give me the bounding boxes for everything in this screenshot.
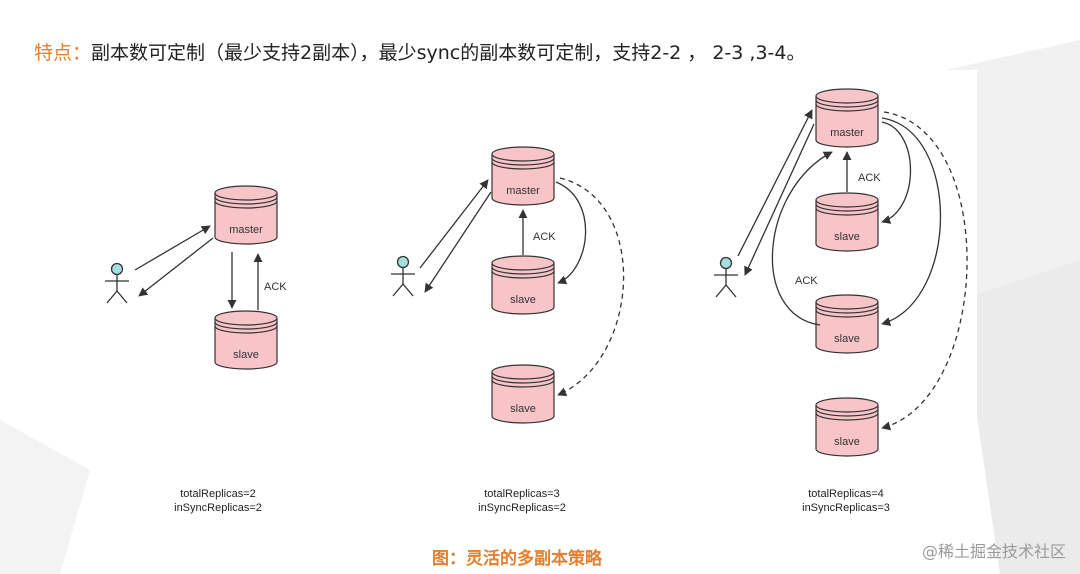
slave-label: slave bbox=[834, 436, 860, 448]
master-node: master bbox=[491, 146, 555, 206]
insync-replicas: inSyncReplicas=3 bbox=[802, 502, 890, 514]
ack-label: ACK bbox=[264, 281, 287, 293]
slave-node-1: slave bbox=[491, 255, 555, 315]
master-label: master bbox=[830, 127, 864, 139]
async-replicate-arrow bbox=[557, 177, 625, 396]
slave-node: slave bbox=[214, 310, 278, 370]
ack-label-2: ACK bbox=[795, 275, 818, 287]
sync-replicate-arrow-1 bbox=[881, 121, 911, 224]
feature-heading: 特点：副本数可定制（最少支持2副本），最少sync的副本数可定制，支持2-2 ，… bbox=[34, 38, 806, 65]
total-replicas: totalReplicas=3 bbox=[484, 488, 560, 500]
person-icon bbox=[713, 256, 739, 298]
slave-label: slave bbox=[233, 349, 259, 361]
slave-label: slave bbox=[510, 294, 536, 306]
response-arrow bbox=[744, 123, 815, 276]
slave-label: slave bbox=[834, 231, 860, 243]
ack-label: ACK bbox=[533, 231, 556, 243]
diagram-1: master slave ACK totalReplicas=2 inSyncR… bbox=[104, 185, 287, 514]
insync-replicas: inSyncReplicas=2 bbox=[174, 502, 262, 514]
request-arrow bbox=[134, 225, 211, 271]
slave-label: slave bbox=[834, 333, 860, 345]
ack-arrow-2 bbox=[771, 151, 833, 326]
sync-replicate-arrow bbox=[555, 181, 587, 285]
response-arrow bbox=[138, 237, 214, 297]
master-label: master bbox=[506, 185, 540, 197]
ack-label: ACK bbox=[858, 172, 881, 184]
slave-node-2: slave bbox=[815, 294, 879, 354]
slave-node-3: slave bbox=[815, 397, 879, 457]
slave-label: slave bbox=[510, 403, 536, 415]
total-replicas: totalReplicas=2 bbox=[180, 488, 256, 500]
watermark: @稀土掘金技术社区 bbox=[921, 542, 1066, 561]
request-arrow bbox=[737, 109, 813, 257]
response-arrow bbox=[424, 191, 492, 293]
slave-node-1: slave bbox=[815, 192, 879, 252]
total-replicas: totalReplicas=4 bbox=[808, 488, 884, 500]
async-replicate-arrow bbox=[881, 111, 968, 431]
master-label: master bbox=[229, 224, 263, 236]
feature-text: 副本数可定制（最少支持2副本），最少sync的副本数可定制，支持2-2 ， 2-… bbox=[91, 42, 806, 64]
master-node: master bbox=[214, 185, 278, 245]
diagram-3: master slave slave slave ACK ACK totalRe… bbox=[713, 88, 968, 514]
feature-label: 特点： bbox=[34, 42, 92, 64]
sync-replicate-arrow-2 bbox=[881, 117, 941, 326]
person-icon bbox=[104, 262, 130, 304]
request-arrow bbox=[419, 179, 489, 269]
insync-replicas: inSyncReplicas=2 bbox=[478, 502, 566, 514]
diagram-2: master slave slave ACK totalReplicas=3 i… bbox=[390, 146, 625, 514]
figure-caption: 图：灵活的多副本策略 bbox=[432, 549, 602, 569]
master-node: master bbox=[815, 88, 879, 148]
slave-node-2: slave bbox=[491, 364, 555, 424]
person-icon bbox=[390, 255, 416, 297]
